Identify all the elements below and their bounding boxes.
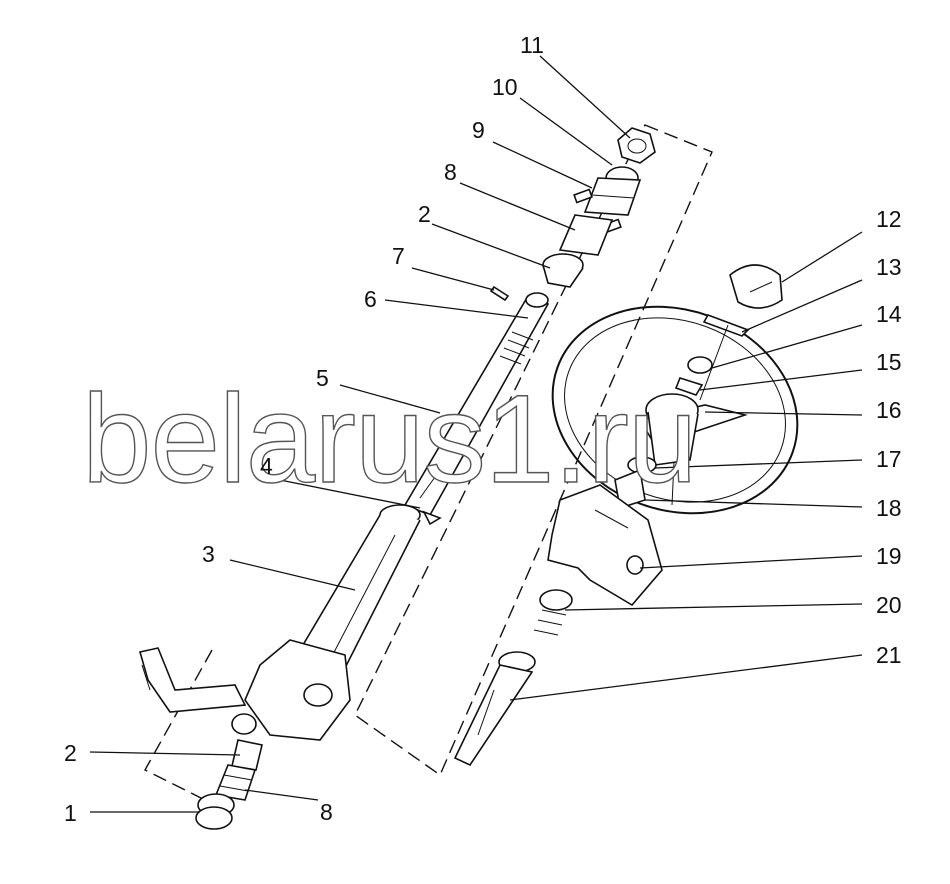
wing-nut-part-13 <box>699 314 750 401</box>
label-11: 11 <box>520 32 544 58</box>
label-4: 4 <box>260 453 273 479</box>
key-part-4 <box>422 510 442 526</box>
label-15: 15 <box>876 349 902 375</box>
column-bracket <box>138 639 351 741</box>
callout-labels: 11 10 9 8 2 7 6 5 4 3 2 1 8 12 13 14 15 … <box>64 32 902 826</box>
label-17: 17 <box>876 446 902 472</box>
label-9: 9 <box>472 117 485 143</box>
spring-part-15 <box>674 377 704 396</box>
label-6: 6 <box>364 286 377 312</box>
label-8-lower: 8 <box>320 799 333 825</box>
splined-shaft-part-21 <box>453 651 536 767</box>
label-2-lower: 2 <box>64 740 77 766</box>
bushing-part-20 <box>533 589 573 636</box>
label-18: 18 <box>876 495 902 521</box>
label-12: 12 <box>876 206 902 232</box>
sleeve-part-2-upper <box>542 253 584 288</box>
label-1: 1 <box>64 800 77 826</box>
label-7: 7 <box>392 243 405 269</box>
bushing-part-8-upper <box>558 214 614 256</box>
label-16: 16 <box>876 397 902 423</box>
assembly-boundary-right <box>354 124 713 777</box>
label-10: 10 <box>492 74 518 100</box>
pin-part-7 <box>489 285 510 302</box>
washer-part-14 <box>687 356 713 374</box>
nut-part-11 <box>617 127 656 164</box>
bushing-part-8-lower <box>214 764 257 801</box>
watermark-text: belarus1.ru <box>82 370 696 509</box>
column-tube-part-3 <box>298 504 421 670</box>
label-8-upper: 8 <box>444 159 457 185</box>
label-3: 3 <box>202 541 215 567</box>
leader-lines <box>89 55 863 813</box>
sleeve-part-2-lower <box>231 739 263 771</box>
steering-shaft-part-5 <box>403 292 550 517</box>
label-21: 21 <box>876 642 902 668</box>
label-5: 5 <box>316 365 329 391</box>
horn-cap-part-12 <box>729 264 783 309</box>
collar-part-17 <box>627 456 657 474</box>
label-19: 19 <box>876 543 902 569</box>
wheel-hub <box>645 393 699 466</box>
column-housing-part-19 <box>547 484 663 607</box>
label-20: 20 <box>876 592 902 618</box>
label-14: 14 <box>876 301 902 327</box>
label-2-upper: 2 <box>418 201 431 227</box>
cap-part-1 <box>195 793 235 830</box>
label-13: 13 <box>876 254 902 280</box>
